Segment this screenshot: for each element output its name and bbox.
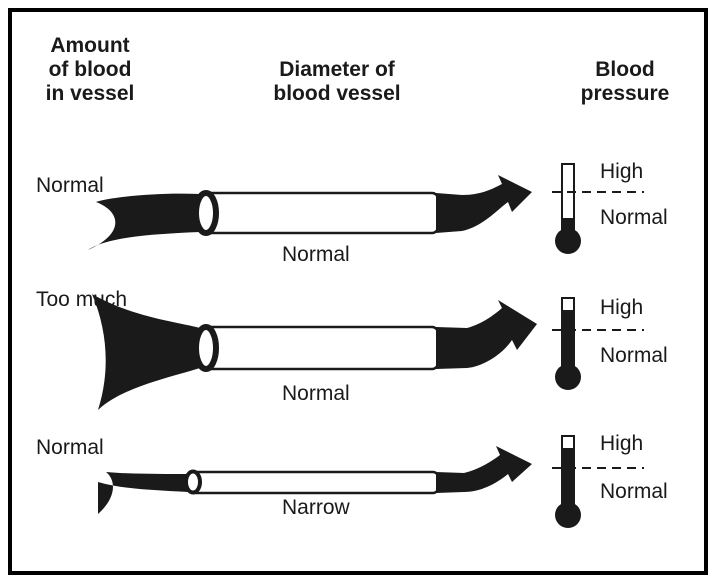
row-2-normal-label: Normal bbox=[600, 344, 668, 368]
row-2-vessel-opening bbox=[196, 327, 216, 369]
row-3-amount-label: Normal bbox=[36, 436, 104, 460]
row-3-thermometer-fill bbox=[562, 448, 574, 508]
row-1-illustration bbox=[88, 164, 644, 254]
row-2-amount-label: Too much bbox=[36, 288, 127, 312]
row-1-normal-label: Normal bbox=[600, 206, 668, 230]
row-3-outflow-arrow bbox=[436, 446, 532, 493]
row-1-thermometer-bulb bbox=[555, 228, 581, 254]
row-2-outflow-arrow bbox=[436, 300, 537, 369]
row-2-high-label: High bbox=[600, 296, 643, 320]
row-3-thermometer bbox=[555, 436, 581, 528]
row-3-vessel-tube bbox=[188, 472, 438, 493]
row-1-amount-label: Normal bbox=[36, 174, 104, 198]
row-2-illustration bbox=[92, 294, 644, 410]
row-3-inflow-blood bbox=[98, 472, 188, 514]
row-2-thermometer-bulb bbox=[555, 364, 581, 390]
row-3-illustration bbox=[98, 436, 644, 528]
row-2-thermometer bbox=[555, 298, 581, 390]
row-1-high-label: High bbox=[600, 160, 643, 184]
row-3-normal-label: Normal bbox=[600, 480, 668, 504]
row-3-high-label: High bbox=[600, 432, 643, 456]
row-1-thermometer bbox=[555, 164, 581, 254]
row-3-thermometer-bulb bbox=[555, 502, 581, 528]
row-1-vessel-tube bbox=[200, 193, 438, 233]
row-2-diameter-label: Normal bbox=[282, 382, 350, 406]
row-3-vessel-opening bbox=[186, 472, 200, 493]
row-1-inflow-blood bbox=[88, 194, 200, 250]
row-2-vessel-tube bbox=[200, 327, 438, 369]
row-1-diameter-label: Normal bbox=[282, 243, 350, 267]
row-2-thermometer-fill bbox=[562, 310, 574, 370]
row-1-vessel-opening bbox=[196, 193, 216, 233]
row-1-outflow-arrow bbox=[436, 175, 532, 233]
row-3-diameter-label: Narrow bbox=[282, 496, 350, 520]
diagram-frame: Amount of blood in vessel Diameter of bl… bbox=[8, 8, 708, 575]
